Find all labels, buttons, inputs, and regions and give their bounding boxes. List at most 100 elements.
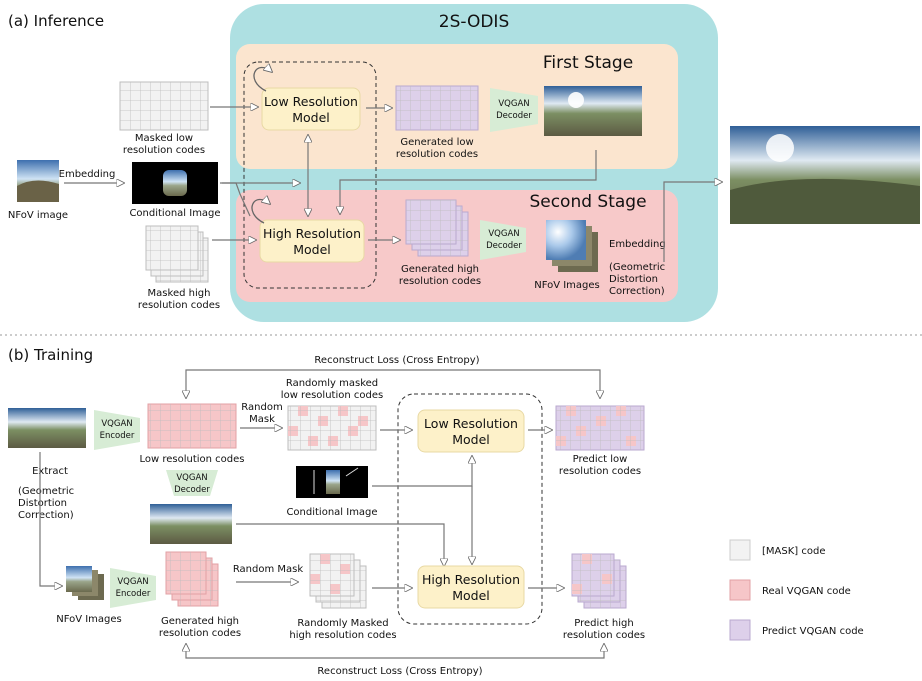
- legend-real-swatch: [729, 579, 751, 601]
- low-codes-label: Low resolution codes: [139, 454, 244, 465]
- training-vqgan-encoder-top: [94, 410, 140, 450]
- inference-geo-label-3: Correction): [609, 286, 665, 297]
- inference-high-model-label-2: Model: [293, 242, 331, 257]
- inference-high-model-label-1: High Resolution: [263, 226, 361, 241]
- enc-top-vqgan: VQGAN: [101, 419, 132, 429]
- final-panorama-output: [730, 126, 920, 224]
- predict-low-codes-grid: [555, 405, 645, 451]
- training-panorama-input: [8, 408, 86, 448]
- inference-geo-label-2: Distortion: [609, 274, 658, 285]
- randomly-masked-high-codes-stack: [309, 553, 367, 609]
- nfov-images-stack: [546, 220, 598, 272]
- low-resolution-codes-grid: [147, 403, 237, 449]
- generated-low-codes-grid: [395, 85, 479, 131]
- inference-geo-label-1: (Geometric: [609, 262, 665, 273]
- extract-arrow: [39, 452, 62, 586]
- training-high-resolution-model: [417, 565, 525, 609]
- extract-label: Extract: [32, 466, 68, 477]
- masked-high-label-1: Masked high: [148, 288, 211, 299]
- system-title: 2S-ODIS: [439, 12, 510, 32]
- training-high-model-label-2: Model: [452, 588, 490, 603]
- final-output-arrow: [663, 182, 722, 262]
- inference-section-title: (a) Inference: [8, 12, 104, 30]
- training-conditional-label: Conditional Image: [286, 507, 377, 518]
- conditional-image-label: Conditional Image: [129, 208, 220, 219]
- generated-high-label-1: Generated high: [401, 264, 479, 275]
- randomly-masked-low-codes-grid: [287, 405, 377, 451]
- reconstruct-loss-bottom-label: Reconstruct Loss (Cross Entropy): [317, 666, 482, 677]
- generated-high-codes-training-stack: [165, 551, 219, 607]
- embedding-label: Embedding: [59, 169, 116, 180]
- second-stage-vqgan-decoder: [480, 220, 526, 260]
- second-decoder-label: Decoder: [486, 241, 522, 251]
- second-vqgan-label: VQGAN: [488, 229, 519, 239]
- first-stage-label: First Stage: [543, 53, 633, 73]
- training-geo-label-1: (Geometric: [18, 486, 74, 497]
- first-stage-panorama-output: [544, 86, 642, 136]
- reconstruct-loss-top-arrow: [186, 369, 600, 398]
- reconstruct-loss-bottom-arrow: [186, 644, 604, 659]
- training-conditional-image: [296, 466, 368, 498]
- nfov-input-image: [17, 160, 59, 202]
- inference-low-resolution-model: [261, 87, 361, 131]
- enc-bottom-vqgan: VQGAN: [117, 577, 148, 587]
- dec-vqgan: VQGAN: [176, 473, 207, 483]
- training-nfov-label: NFoV Images: [56, 614, 122, 625]
- masked-high-codes-stack: [145, 225, 209, 283]
- first-stage-vqgan-decoder: [490, 88, 538, 132]
- predict-low-label-1: Predict low: [573, 454, 628, 465]
- enc-top-encoder: Encoder: [100, 431, 135, 441]
- training-geo-label-3: Correction): [18, 510, 74, 521]
- mask-label: Mask: [249, 414, 275, 425]
- high-model-loop-arrow: [251, 199, 270, 224]
- legend-predict-swatch: [729, 619, 751, 641]
- predict-high-label-1: Predict high: [574, 618, 633, 629]
- rand-high-label-2: high resolution codes: [289, 630, 396, 641]
- rand-high-label-1: Randomly Masked: [297, 618, 388, 629]
- legend-mask-swatch: [729, 539, 751, 561]
- training-low-model-label-1: Low Resolution: [424, 416, 518, 431]
- first-vqgan-label: VQGAN: [498, 99, 529, 109]
- conditional-image: [132, 162, 218, 204]
- training-section-title: (b) Training: [8, 346, 93, 364]
- training-models-dashed-box: [397, 393, 543, 625]
- training-high-model-label-1: High Resolution: [422, 572, 520, 587]
- training-vqgan-decoder: [166, 470, 218, 496]
- legend: [MASK] code Real VQGAN code Predict VQGA…: [729, 539, 864, 641]
- second-stage-label: Second Stage: [529, 192, 646, 212]
- training-nfov-images-stack: [66, 566, 104, 600]
- training-gen-high-label-1: Generated high: [161, 616, 239, 627]
- training-geo-label-2: Distortion: [18, 498, 67, 509]
- masked-low-label-1: Masked low: [135, 133, 193, 144]
- enc-bottom-encoder: Encoder: [116, 589, 151, 599]
- reconstruct-loss-top-label: Reconstruct Loss (Cross Entropy): [314, 355, 479, 366]
- masked-low-codes-grid: [119, 81, 209, 131]
- nfov-image-label: NFoV image: [8, 210, 68, 221]
- inference-low-model-label-1: Low Resolution: [264, 94, 358, 109]
- training-low-resolution-model: [417, 409, 525, 453]
- masked-low-label-2: resolution codes: [123, 145, 205, 156]
- generated-low-label-1: Generated low: [400, 137, 473, 148]
- training-vqgan-encoder-bottom: [110, 568, 156, 608]
- first-decoder-label: Decoder: [496, 111, 532, 121]
- random-mask-label: Random Mask: [233, 564, 304, 575]
- rand-low-label-1: Randomly masked: [286, 378, 378, 389]
- shared-models-dashed-box: [243, 61, 377, 289]
- predict-high-label-2: resolution codes: [563, 630, 645, 641]
- inference-high-resolution-model: [259, 219, 365, 263]
- training-gen-high-label-2: resolution codes: [159, 628, 241, 639]
- inference-low-model-label-2: Model: [292, 110, 330, 125]
- predict-high-codes-stack: [571, 553, 627, 609]
- generated-low-label-2: resolution codes: [396, 149, 478, 160]
- dec-decoder: Decoder: [174, 485, 210, 495]
- random-label: Random: [241, 402, 282, 413]
- first-stage-feedback-arrow: [340, 150, 597, 214]
- conditional-to-low-model-arrow: [372, 456, 472, 487]
- generated-high-codes-stack: [405, 199, 469, 257]
- rand-low-label-2: low resolution codes: [281, 390, 383, 401]
- inference-nfov-images-label: NFoV Images: [534, 280, 600, 291]
- reconstructed-panorama: [150, 504, 232, 544]
- legend-predict-label: Predict VQGAN code: [762, 626, 864, 637]
- predict-low-label-2: resolution codes: [559, 466, 641, 477]
